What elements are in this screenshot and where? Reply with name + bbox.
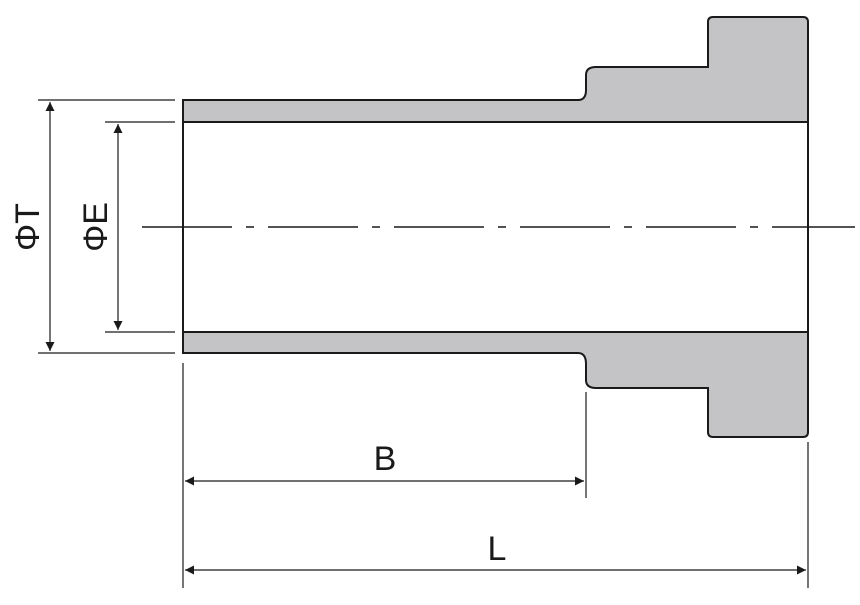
- lower-wall-section: [182, 331, 809, 438]
- outer-diameter-label: ΦT: [9, 203, 47, 251]
- overall-length-label: L: [488, 530, 507, 568]
- inner-diameter-label: ΦE: [77, 202, 115, 252]
- bore-length-label: B: [374, 440, 397, 478]
- upper-wall-section: [182, 16, 809, 123]
